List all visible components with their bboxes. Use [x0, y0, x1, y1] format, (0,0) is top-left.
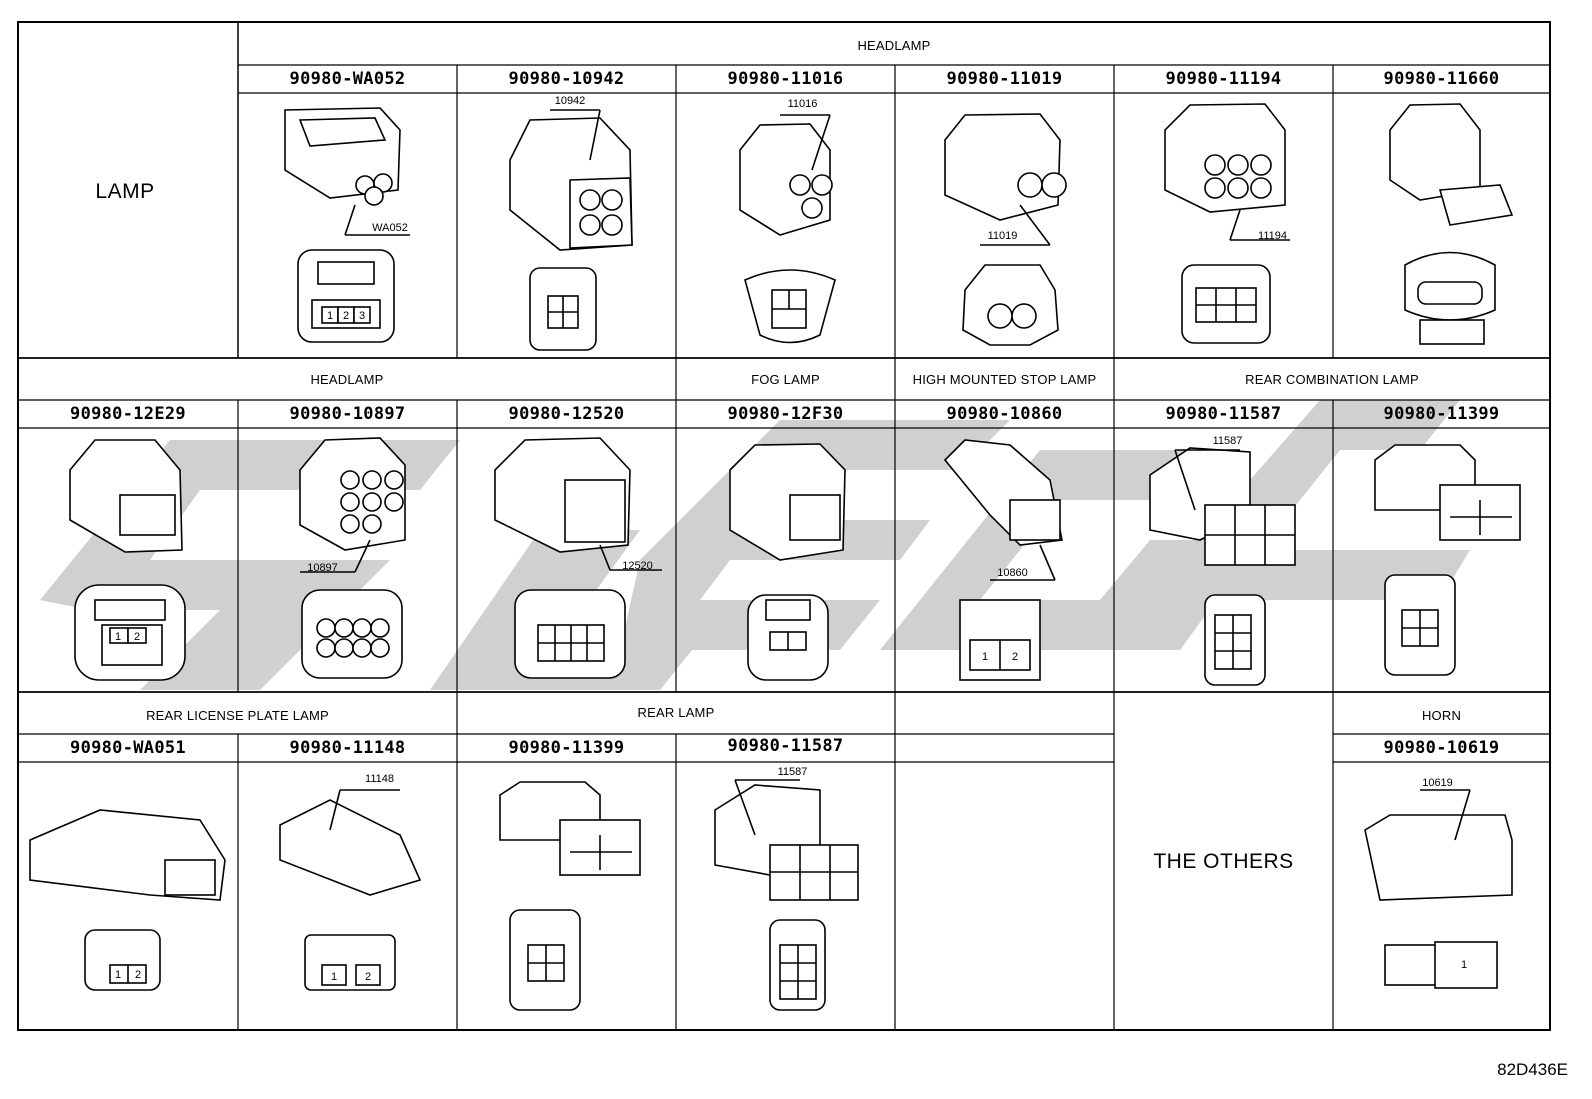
pin-label: 1: [327, 310, 333, 322]
callout-label: WA052: [372, 222, 408, 234]
connector-drawing-12f30: [729, 443, 846, 681]
connector-drawing-10860: [943, 439, 1063, 681]
part-number: 90980-12F30: [727, 404, 844, 424]
pin-label: 2: [1012, 651, 1018, 663]
section-fog-lamp: FOG LAMP: [751, 372, 820, 387]
callout-label: 10942: [554, 95, 586, 107]
section-rear-combination-lamp: REAR COMBINATION LAMP: [1245, 372, 1419, 387]
section-horn: HORN: [1421, 708, 1462, 723]
part-number: 90980-11019: [946, 69, 1063, 89]
callout-label: 11016: [787, 98, 818, 110]
callout-label: 12520: [622, 560, 653, 572]
part-number: 90980-WA052: [289, 69, 406, 89]
connector-drawing-11148: [279, 789, 422, 991]
part-number: 90980-11399: [508, 738, 625, 758]
connector-drawing-10619: [1364, 789, 1513, 989]
callout-label: 11019: [987, 230, 1018, 242]
part-number: 90980-WA051: [70, 738, 186, 758]
section-headlamp-top: HEADLAMP: [857, 38, 931, 53]
part-number: 90980-11194: [1165, 69, 1282, 89]
section-rear-license-plate-lamp: REAR LICENSE PLATE LAMP: [146, 708, 329, 723]
connector-drawing-11587-a: [1149, 447, 1296, 686]
connector-drawing-12e29: [69, 439, 186, 681]
pin-label: 1: [982, 651, 988, 663]
section-rear-lamp: REAR LAMP: [637, 705, 715, 720]
part-number: 90980-11660: [1383, 69, 1500, 89]
figure-code: 82D436E: [1497, 1060, 1568, 1079]
part-number: 90980-11399: [1383, 404, 1500, 424]
callout-label: 11587: [1212, 435, 1243, 447]
pin-label: 3: [359, 310, 365, 322]
connector-drawing-11660: [1389, 103, 1514, 345]
the-others-label: THE OTHERS: [1153, 850, 1294, 873]
part-number: 90980-11587: [727, 736, 844, 756]
pin-label: 1: [115, 969, 121, 981]
part-number: 90980-10860: [946, 404, 1063, 424]
connector-drawing-11399-a: [1374, 444, 1521, 676]
connector-drawing-11019: [944, 113, 1067, 346]
pin-label: 1: [331, 971, 337, 983]
pin-label: 1: [115, 631, 121, 643]
part-number: 90980-11148: [289, 738, 406, 758]
part-number: 90980-11587: [1165, 404, 1282, 424]
connector-drawing-wa052: [284, 107, 410, 343]
connector-drawing-10897: [299, 437, 406, 679]
pin-label: 2: [134, 631, 140, 643]
callout-label: 11148: [365, 773, 394, 785]
part-number: 90980-10942: [508, 69, 625, 89]
part-number: 90980-10619: [1383, 738, 1500, 758]
table-grid: [17, 21, 1551, 1031]
pin-label: 2: [365, 971, 371, 983]
connector-drawing-12520: [494, 437, 662, 679]
part-number: 90980-10897: [289, 404, 406, 424]
section-high-mounted-stop-lamp: HIGH MOUNTED STOP LAMP: [912, 372, 1097, 387]
pin-label: 2: [343, 310, 349, 322]
lamp-label: LAMP: [95, 180, 155, 203]
section-headlamp-mid: HEADLAMP: [310, 372, 384, 387]
connector-drawing-11194: [1164, 103, 1290, 344]
connector-drawing-10942: [509, 109, 633, 351]
part-number: 90980-12520: [508, 404, 625, 424]
connector-drawing-11016: [739, 114, 836, 344]
part-number: 90980-12E29: [70, 404, 186, 424]
callout-label: 10860: [997, 567, 1028, 579]
part-number: 90980-11016: [727, 69, 844, 89]
callout-label: 10619: [1422, 777, 1453, 789]
connector-drawing-11587-b: [714, 779, 859, 1011]
callout-label: 11194: [1258, 230, 1287, 242]
connector-drawing-wa051: [29, 809, 226, 991]
pin-label: 1: [1461, 959, 1467, 971]
callout-label: 10897: [307, 562, 338, 574]
connector-drawing-11399-b: [499, 781, 641, 1011]
callout-label: 11587: [777, 766, 808, 778]
pin-label: 2: [135, 969, 141, 981]
